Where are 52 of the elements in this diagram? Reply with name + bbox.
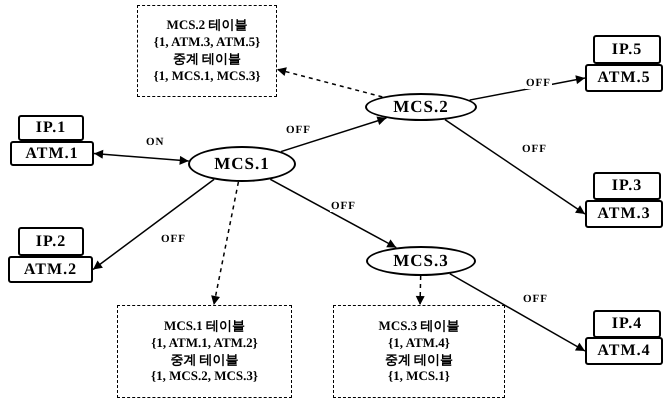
table-heading: MCS.3 테이블	[378, 318, 460, 335]
table-heading: MCS.1 테이블	[164, 318, 245, 335]
table-heading: 중계 테이블	[384, 352, 454, 368]
table-entry: {1, ATM.4}	[388, 334, 450, 352]
arrow	[449, 273, 586, 352]
edge-label: OFF	[525, 77, 552, 89]
arrow	[280, 116, 387, 152]
node-label: IP.5	[612, 40, 642, 58]
edge-label: OFF	[330, 200, 357, 212]
table-box	[333, 305, 505, 398]
node-label: ATM.4	[597, 342, 651, 360]
dashed-arrow	[416, 276, 425, 306]
node-label: IP.4	[612, 315, 642, 333]
arrow	[94, 150, 189, 165]
edge-label: OFF	[521, 143, 548, 155]
node-label: ATM.3	[597, 205, 651, 223]
table-entry: {1, MCS.1}	[388, 368, 450, 386]
table-heading: 중계 테이블	[170, 352, 239, 368]
host-box	[8, 256, 93, 283]
table-entry: {1, ATM.1, ATM.2}	[151, 334, 258, 352]
table-entry: {1, ATM.3, ATM.5}	[154, 34, 260, 51]
edge-label: OFF	[285, 124, 312, 136]
host-box	[18, 115, 84, 141]
node-label: ATM.2	[24, 260, 78, 278]
node-label: MCS.2	[393, 97, 449, 117]
host-box	[593, 310, 661, 338]
host-box	[593, 172, 661, 200]
edge-label: ON	[145, 136, 166, 148]
node-label: IP.2	[36, 232, 66, 250]
table-box	[117, 305, 292, 398]
node-label: IP.3	[612, 177, 642, 195]
node-label: MCS.3	[393, 251, 449, 271]
host-box	[585, 64, 663, 92]
edge-label: OFF	[522, 293, 549, 305]
arrow	[444, 119, 586, 215]
host-box	[10, 141, 94, 166]
host-box	[585, 337, 663, 365]
node-label: MCS.1	[214, 154, 270, 174]
dashed-arrow	[276, 67, 382, 98]
node-label: ATM.5	[597, 69, 651, 87]
table-entry: {1, MCS.2, MCS.3}	[150, 368, 258, 386]
dashed-arrow	[211, 182, 240, 306]
table-heading: MCS.2 테이블	[166, 17, 248, 34]
host-box	[593, 35, 661, 64]
table-box	[137, 5, 277, 97]
host-box	[585, 200, 663, 228]
node-label: ATM.1	[25, 144, 79, 162]
table-heading: 중계 테이블	[172, 51, 242, 68]
node-label: IP.1	[36, 119, 66, 137]
edge-label: OFF	[160, 233, 187, 245]
table-entry: {1, MCS.1, MCS.3}	[153, 68, 261, 85]
host-box	[18, 227, 84, 256]
